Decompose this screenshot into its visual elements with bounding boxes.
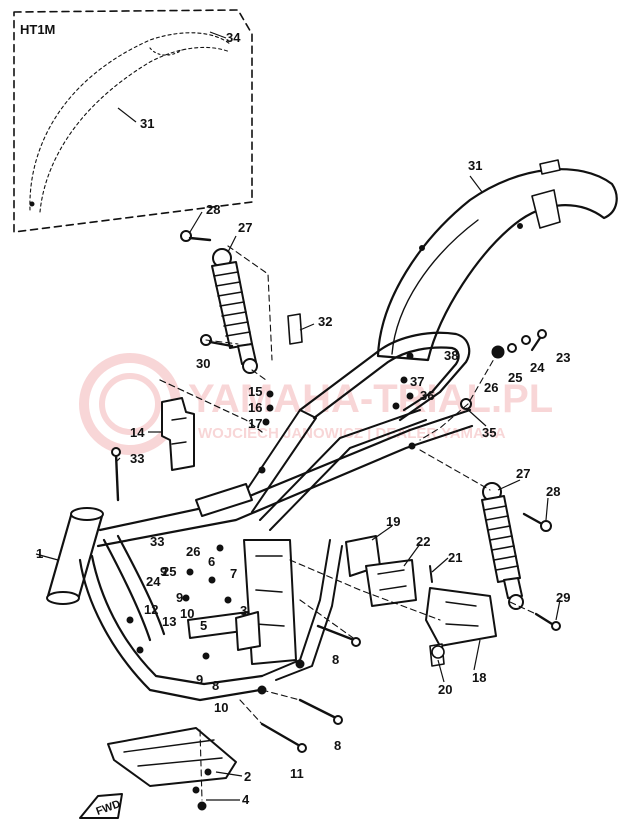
bolt-28-left [180,230,212,242]
callout-30: 30 [196,356,210,371]
inset-title: HT1M [20,22,55,37]
callout-24b: 24 [146,574,161,589]
callout-26a: 26 [484,380,498,395]
callout-14: 14 [130,425,145,440]
rear-fender [376,159,618,362]
bolt-33-vertical [111,447,121,502]
bracket-14 [159,379,263,471]
leader-lines [35,175,561,801]
shock-absorber-left [211,248,258,374]
callout-27b: 27 [516,466,530,481]
callout-38: 38 [444,348,458,363]
callout-24a: 24 [530,360,545,375]
callout-31: 31 [468,158,482,173]
callout-16: 16 [248,400,262,415]
bolt-35 [460,398,472,410]
part-labels: 1 2 3 4 5 6 7 8 8 8 9 9 9 10 10 11 12 13… [36,158,570,807]
bolt-28-right [522,512,552,532]
callout-15: 15 [248,384,262,399]
callout-4: 4 [242,792,250,807]
callout-22: 22 [416,534,430,549]
clip-21 [429,565,433,583]
callout-7: 7 [230,566,237,581]
fasteners-36-37-38 [400,352,414,400]
bolt-11 [260,722,307,753]
bolt-32 [287,313,303,345]
callout-19: 19 [386,514,400,529]
callout-33a: 33 [130,451,144,466]
callout-27a: 27 [238,220,252,235]
washer-24 [521,335,531,345]
bolt-23 [530,329,547,352]
callout-21: 21 [448,550,462,565]
callout-6: 6 [208,554,215,569]
callout-1: 1 [36,546,43,561]
callout-26b: 26 [186,544,200,559]
callout-23: 23 [556,350,570,365]
callout-25a: 25 [508,370,522,385]
callout-29: 29 [556,590,570,605]
callout-28b: 28 [546,484,560,499]
callout-37: 37 [410,374,424,389]
side-parts [345,535,497,667]
fasteners-15-16-17 [262,390,274,426]
callout-17: 17 [248,416,262,431]
callout-12: 12 [144,602,158,617]
callout-18: 18 [472,670,486,685]
callout-20: 20 [438,682,452,697]
callout-5: 5 [200,618,207,633]
skid-plate [107,727,237,811]
callout-3: 3 [240,603,247,618]
bolt-30 [200,334,234,348]
callout-11: 11 [290,766,304,781]
bolt-8-upper [316,624,361,647]
callout-8c: 8 [212,678,219,693]
inset-label-31: 31 [140,116,154,131]
callout-25b: 25 [162,564,176,579]
callout-9a: 9 [160,564,167,579]
callout-8a: 8 [332,652,339,667]
callout-10a: 10 [180,606,194,621]
inset-label-34: 34 [226,30,241,45]
washer-25 [507,343,517,353]
callout-36: 36 [420,388,434,403]
assembly-lines [199,245,537,801]
callout-8b: 8 [334,738,341,753]
callout-2: 2 [244,769,251,784]
bolt-29 [534,612,561,631]
main-frame [46,331,474,702]
callout-9b: 9 [176,590,183,605]
inset-ht1m: HT1M 34 31 [13,9,253,233]
callout-13: 13 [162,614,176,629]
watermark-brand: YAMAHA-TRIAL.PL [188,377,553,421]
shock-absorber-right [481,482,524,610]
fwd-arrow: FWD [79,793,123,819]
callout-33b: 33 [150,534,164,549]
callout-9c: 9 [196,672,203,687]
bolts [111,230,561,753]
callout-28a: 28 [206,202,220,217]
bolt-8-lower [298,698,343,725]
callout-35: 35 [482,425,496,440]
watermark: YAMAHA-TRIAL.PL WOJCIECH JANOWICZ | DEAL… [79,353,553,455]
callout-32: 32 [318,314,332,329]
callout-10b: 10 [214,700,228,715]
clip-20 [431,645,445,659]
